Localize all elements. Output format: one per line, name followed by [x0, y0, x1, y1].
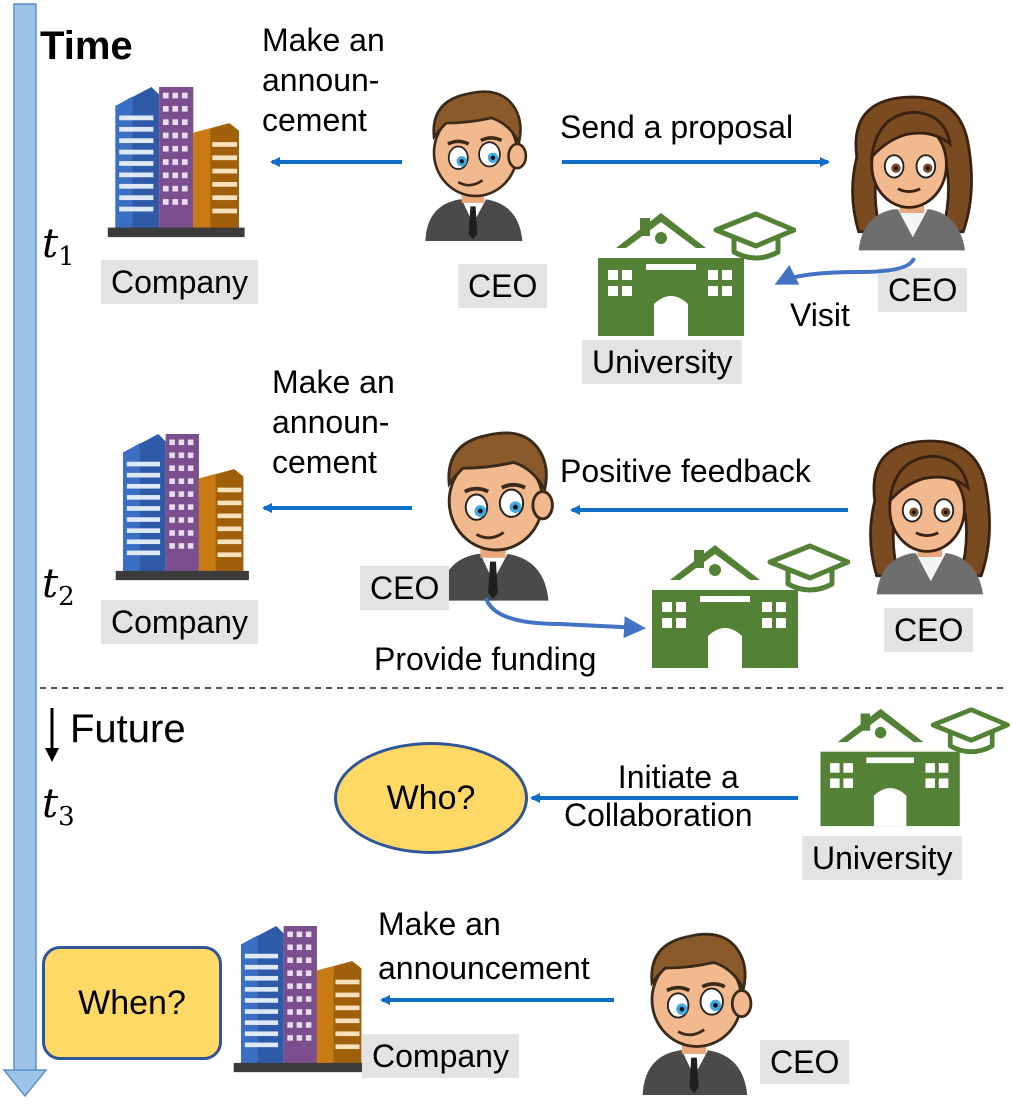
ceo-label: CEO	[878, 268, 968, 312]
time-label: Time	[40, 24, 133, 68]
timestep-t2: t2	[42, 561, 75, 612]
ceo-label: CEO	[458, 264, 548, 308]
university-label: University	[582, 340, 743, 384]
ceo-label: CEO	[760, 1040, 850, 1084]
timestep-t1: t1	[42, 221, 75, 272]
company-label: Company	[101, 260, 258, 304]
ceo-label: CEO	[884, 608, 974, 652]
announcement-text: Make an announ- cement	[272, 364, 395, 480]
announcement-text: Make an announcement	[378, 906, 590, 986]
university-label: University	[802, 836, 963, 880]
future-label: Future	[70, 707, 186, 751]
ceo-man-icon	[624, 916, 764, 1106]
proposal-text: Send a proposal	[560, 109, 794, 145]
when-box: When?	[42, 946, 222, 1060]
timestep-t3: t3	[42, 781, 75, 832]
funding-text: Provide funding	[374, 641, 597, 677]
feedback-text: Positive feedback	[560, 453, 811, 489]
visit-text: Visit	[790, 297, 850, 333]
collaboration-text: Initiate a Collaboration	[564, 759, 753, 833]
who-text: Who?	[386, 778, 476, 817]
time-axis-arrow	[2, 3, 48, 1098]
who-bubble: Who?	[334, 742, 528, 854]
company-label: Company	[101, 600, 258, 644]
when-text: When?	[78, 983, 186, 1022]
announcement-text: Make an announ- cement	[262, 22, 385, 138]
company-label: Company	[362, 1034, 519, 1078]
ceo-label: CEO	[360, 566, 450, 610]
